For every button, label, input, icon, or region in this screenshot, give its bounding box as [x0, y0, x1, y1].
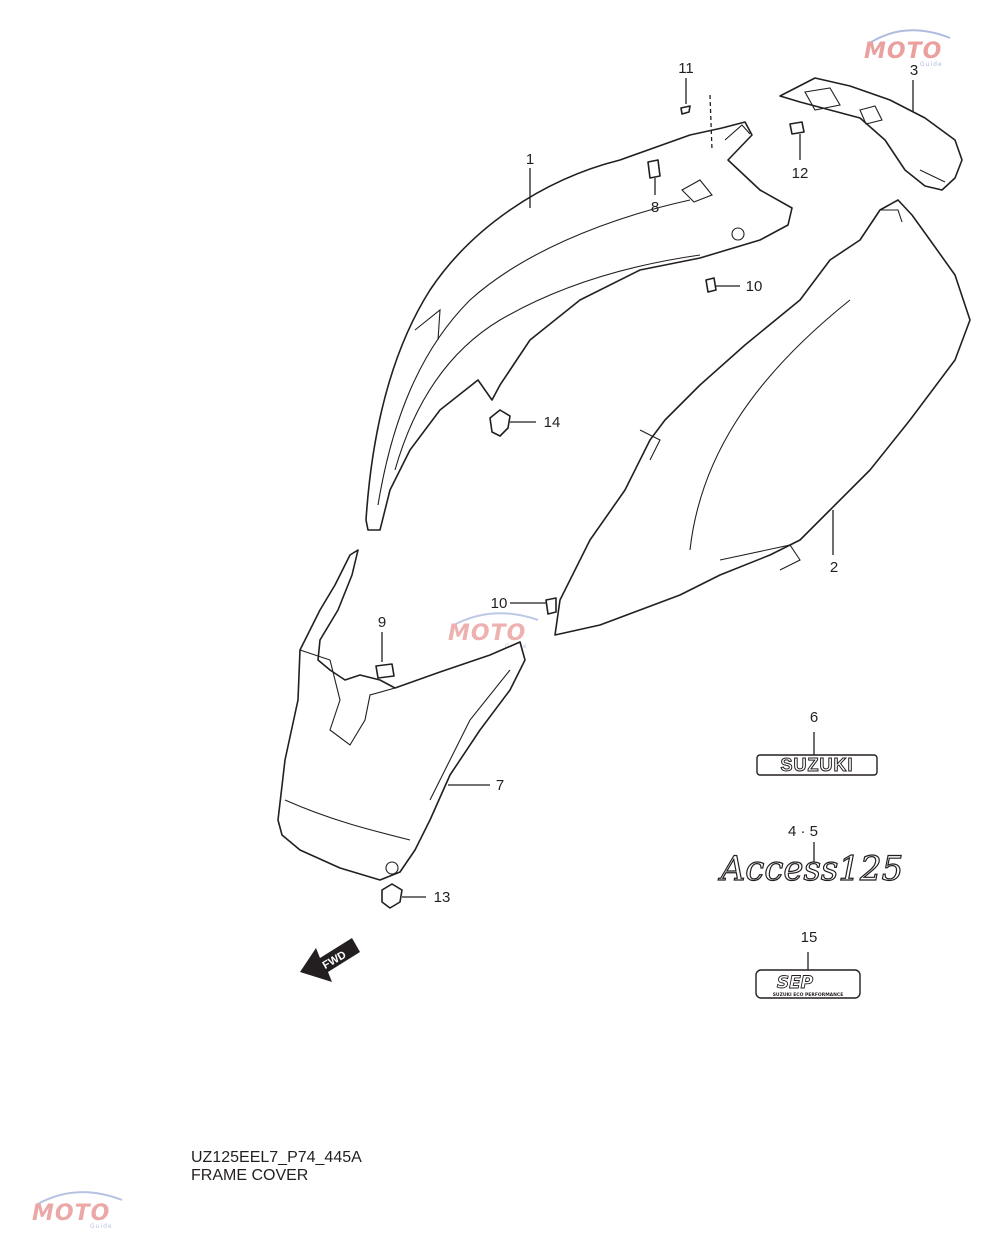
part-3-rear-cover: [779, 77, 963, 191]
watermark-center: MOTO Guide: [448, 612, 539, 650]
clip-9: [375, 663, 395, 679]
part-1-frame-cover-upper: [365, 121, 793, 531]
callout-10-lower: 10: [491, 595, 508, 612]
part-2-side-cover: [554, 199, 971, 636]
emblem-access125: Access125: [717, 848, 904, 889]
watermark-bottom-left: MOTO Guide: [32, 1191, 123, 1230]
callout-labels: 1 2 3 4 · 5 6 7 8 9 10 10 11 12 13 14 15: [378, 60, 918, 946]
clip-12: [789, 121, 805, 135]
callout-10-upper: 10: [746, 278, 763, 295]
diagram-title: FRAME COVER: [191, 1167, 309, 1184]
svg-text:MOTO: MOTO: [864, 39, 942, 64]
callout-12: 12: [792, 165, 809, 182]
diagram-code: UZ125EEL7_P74_445A: [191, 1149, 362, 1166]
svg-text:Access125: Access125: [718, 849, 904, 889]
part-7-lower-cover: [277, 549, 526, 881]
fwd-arrow-icon: FWD: [300, 938, 360, 982]
leader-lines: [381, 78, 914, 970]
svg-text:MOTO: MOTO: [32, 1201, 110, 1226]
svg-text:SUZUKI: SUZUKI: [781, 755, 854, 775]
callout-14: 14: [544, 414, 561, 431]
screw-10-lower: [545, 597, 557, 615]
callout-8: 8: [651, 199, 659, 216]
screw-10-upper: [705, 277, 717, 293]
callout-15: 15: [801, 929, 818, 946]
screw-11: [680, 105, 691, 115]
svg-text:Guide: Guide: [920, 61, 943, 68]
callout-3: 3: [910, 62, 918, 79]
callout-13: 13: [434, 889, 451, 906]
callout-6: 6: [810, 709, 818, 726]
emblem-suzuki: SUZUKI: [756, 754, 878, 776]
callout-2: 2: [830, 559, 838, 576]
callout-7: 7: [496, 777, 504, 794]
svg-text:FWD: FWD: [321, 949, 349, 972]
watermark-top-right: MOTO Guide: [864, 29, 951, 68]
rivet-14: [489, 409, 511, 437]
rivet-13: [381, 883, 403, 909]
emblem-sep: SEP SUZUKI ECO PERFORMANCE: [755, 969, 861, 999]
callout-4-5: 4 · 5: [788, 823, 818, 840]
clip-8: [647, 159, 661, 179]
svg-text:MOTO: MOTO: [448, 621, 526, 646]
callout-1: 1: [526, 151, 534, 168]
svg-text:SEP: SEP: [777, 973, 814, 993]
svg-text:Guide: Guide: [90, 1223, 113, 1230]
callout-9: 9: [378, 614, 386, 631]
callout-11: 11: [678, 60, 694, 77]
svg-text:SUZUKI ECO PERFORMANCE: SUZUKI ECO PERFORMANCE: [773, 992, 844, 998]
